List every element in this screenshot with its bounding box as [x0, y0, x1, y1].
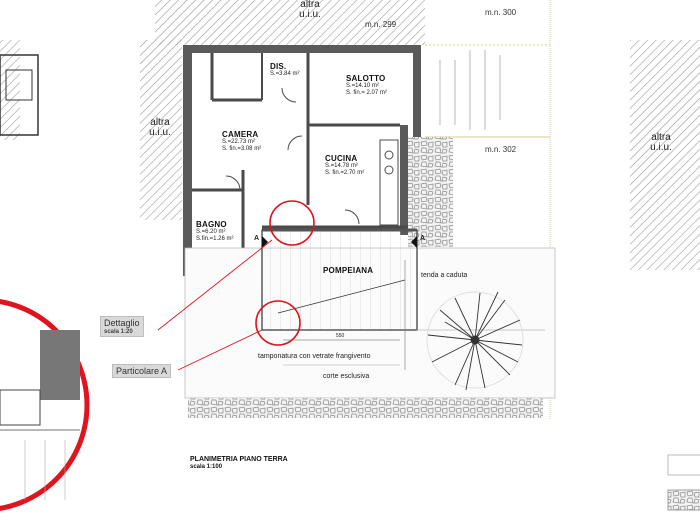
room-camera: CAMERA S.=22.73 m² S. fin.=3.08 m² — [222, 130, 261, 153]
room-name: DIS. — [270, 62, 287, 71]
room-area: S.=14.78 m² — [325, 163, 358, 169]
callout-dettaglio-label: Dettaglio — [104, 318, 140, 328]
left-neighbor-building — [0, 54, 39, 136]
callout-particolare: Particolare A — [112, 364, 172, 378]
room-name: BAGNO — [196, 220, 227, 229]
room-area: S.=22.73 m² — [222, 139, 255, 145]
dimension-550: 550 — [336, 333, 345, 339]
parcel-label-299: m.n. 299 — [365, 20, 397, 29]
neighbor-label-left: altra u.i.u. — [149, 117, 171, 138]
neighbor-label-top: altra u.i.u. — [299, 0, 321, 20]
room-dis: DIS. S.=3.84 m² — [270, 62, 300, 78]
note-corte: corte esclusiva — [323, 373, 370, 380]
parcel-label-300: m.n. 300 — [485, 8, 517, 17]
stone-border-bottom — [188, 398, 543, 418]
room-area: S.=6.20 m² — [196, 229, 226, 235]
room-fin: S. fin.= 2.07 m² — [346, 90, 387, 96]
section-label-left: A — [254, 235, 260, 242]
room-salotto: SALOTTO S.=14.10 m² S. fin.= 2.07 m² — [346, 74, 387, 97]
detail-magnifier — [0, 299, 90, 511]
room-area: S.=14.10 m² — [346, 83, 379, 89]
section-markers — [262, 236, 417, 248]
room-fin: S. fin.=3.08 m² — [222, 146, 262, 152]
room-name: SALOTTO — [346, 74, 386, 83]
room-name: CUCINA — [325, 154, 358, 163]
section-label-right: A — [420, 235, 426, 242]
tree-symbol — [426, 291, 524, 391]
courtyard — [184, 228, 556, 399]
room-bagno: BAGNO S.=6.20 m² S.fin.=1.26 m² — [196, 220, 234, 243]
drawing-title-scale: scala 1:100 — [190, 464, 223, 470]
note-tamponatura: tamponatura con vetrate frangivento — [258, 353, 371, 360]
callout-dettaglio-scale: scala 1:20 — [104, 329, 133, 335]
room-fin: S. fin.=2.70 m² — [325, 170, 365, 176]
room-name: CAMERA — [222, 130, 259, 139]
note-tenda: tenda a caduta — [421, 272, 468, 279]
dimension-lines — [439, 50, 501, 130]
neighbor-hatch — [0, 0, 700, 380]
room-pompeiana: POMPEIANA — [323, 266, 374, 275]
drawing-title: PLANIMETRIA PIANO TERRA scala 1:100 — [190, 456, 288, 470]
callout-particolare-label: Particolare A — [116, 366, 168, 376]
legend-swatches — [667, 454, 700, 511]
detail-callouts — [157, 200, 315, 371]
room-area: S.=3.84 m² — [270, 71, 300, 77]
drawing-title-main: PLANIMETRIA PIANO TERRA — [190, 456, 288, 463]
room-fin: S.fin.=1.26 m² — [196, 236, 234, 242]
room-cucina: CUCINA S.=14.78 m² S. fin.=2.70 m² — [325, 154, 364, 177]
neighbor-label-right: altra u.i.u. — [650, 132, 672, 153]
parcel-label-302: m.n. 302 — [485, 145, 517, 154]
callout-dettaglio: Dettaglio scala 1:20 — [100, 316, 144, 337]
